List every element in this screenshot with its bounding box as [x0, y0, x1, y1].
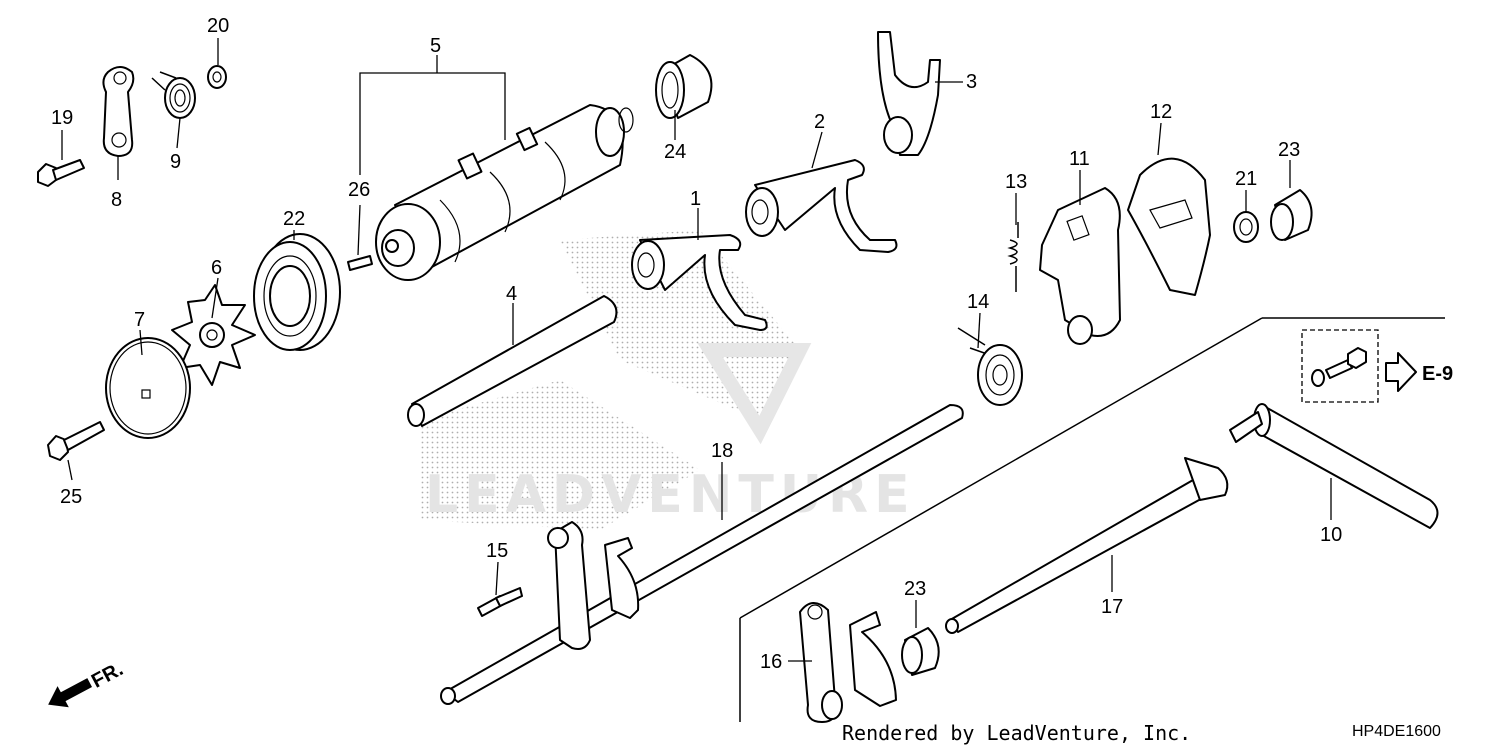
- callout-7: 7: [134, 309, 145, 331]
- part-10-shaft: [1229, 403, 1439, 529]
- callout-21: 21: [1235, 168, 1257, 190]
- reference-box: [1301, 329, 1379, 403]
- part-5-shift-drum: [375, 104, 634, 281]
- part-3-shift-fork: [877, 31, 941, 156]
- callout-16: 16: [760, 651, 782, 673]
- callout-12: 12: [1150, 101, 1172, 123]
- callouts: 1 2 3 4 5 6 7 8 9 10 11 12 13 14 15 16 1…: [51, 15, 1342, 673]
- callout-17: 17: [1101, 596, 1123, 618]
- divider-lines: [739, 317, 1445, 722]
- part-7-plate: [105, 337, 191, 439]
- part-26-pin: [347, 255, 373, 271]
- part-6-star-plate: [171, 284, 256, 386]
- leader-lines: [61, 38, 1332, 662]
- part-22-bearing: [253, 233, 341, 351]
- diagram-code: HP4DE1600: [1352, 723, 1441, 740]
- part-23-bearing-upper: [1270, 189, 1313, 241]
- part-9-spring: [151, 71, 196, 119]
- callout-26: 26: [348, 179, 370, 201]
- credit-text: Rendered by LeadVenture, Inc.: [842, 721, 1191, 745]
- callout-8: 8: [111, 189, 122, 211]
- part-1-shift-fork: [631, 234, 768, 331]
- callout-15: 15: [486, 540, 508, 562]
- part-23-bearing-lower: [901, 627, 940, 676]
- callout-14: 14: [967, 291, 989, 313]
- callout-10: 10: [1320, 524, 1342, 546]
- part-12-plate: [1127, 157, 1211, 296]
- part-11-plate: [1039, 187, 1121, 345]
- callout-18: 18: [711, 440, 733, 462]
- callout-19: 19: [51, 107, 73, 129]
- part-25-bolt: [47, 421, 105, 461]
- callout-23-lower: 23: [904, 578, 926, 600]
- part-2-shift-fork: [745, 159, 898, 253]
- callout-23-upper: 23: [1278, 139, 1300, 161]
- callout-5: 5: [430, 35, 441, 57]
- callout-24: 24: [664, 141, 686, 163]
- front-direction-arrow-icon: FR.: [48, 658, 127, 708]
- part-19-bolt: [37, 159, 85, 187]
- part-18-gearshift-spindle: [440, 404, 964, 705]
- callout-13: 13: [1005, 171, 1027, 193]
- callout-25: 25: [60, 486, 82, 508]
- part-4-shaft: [407, 295, 618, 427]
- callout-6: 6: [211, 257, 222, 279]
- callout-9: 9: [170, 151, 181, 173]
- part-17-shaft: [945, 457, 1229, 634]
- callout-20: 20: [207, 15, 229, 37]
- callout-22: 22: [283, 208, 305, 230]
- callout-4: 4: [506, 283, 517, 305]
- part-20-washer: [207, 65, 227, 89]
- part-15-bolt: [477, 587, 523, 617]
- callout-11: 11: [1069, 148, 1090, 170]
- reference-arrow-icon: [1385, 352, 1417, 392]
- part-16-arm: [799, 602, 897, 723]
- part-8-stopper-arm: [102, 66, 135, 157]
- callout-3: 3: [966, 71, 977, 93]
- callout-1: 1: [690, 188, 701, 210]
- front-marker-label: FR.: [88, 658, 127, 693]
- part-13-spring: [1007, 222, 1019, 292]
- part-21-washer: [1233, 211, 1259, 243]
- part-24-bearing: [655, 54, 713, 119]
- reference-label: E-9: [1422, 363, 1453, 385]
- callout-2: 2: [814, 111, 825, 133]
- part-14-spring: [957, 327, 1023, 406]
